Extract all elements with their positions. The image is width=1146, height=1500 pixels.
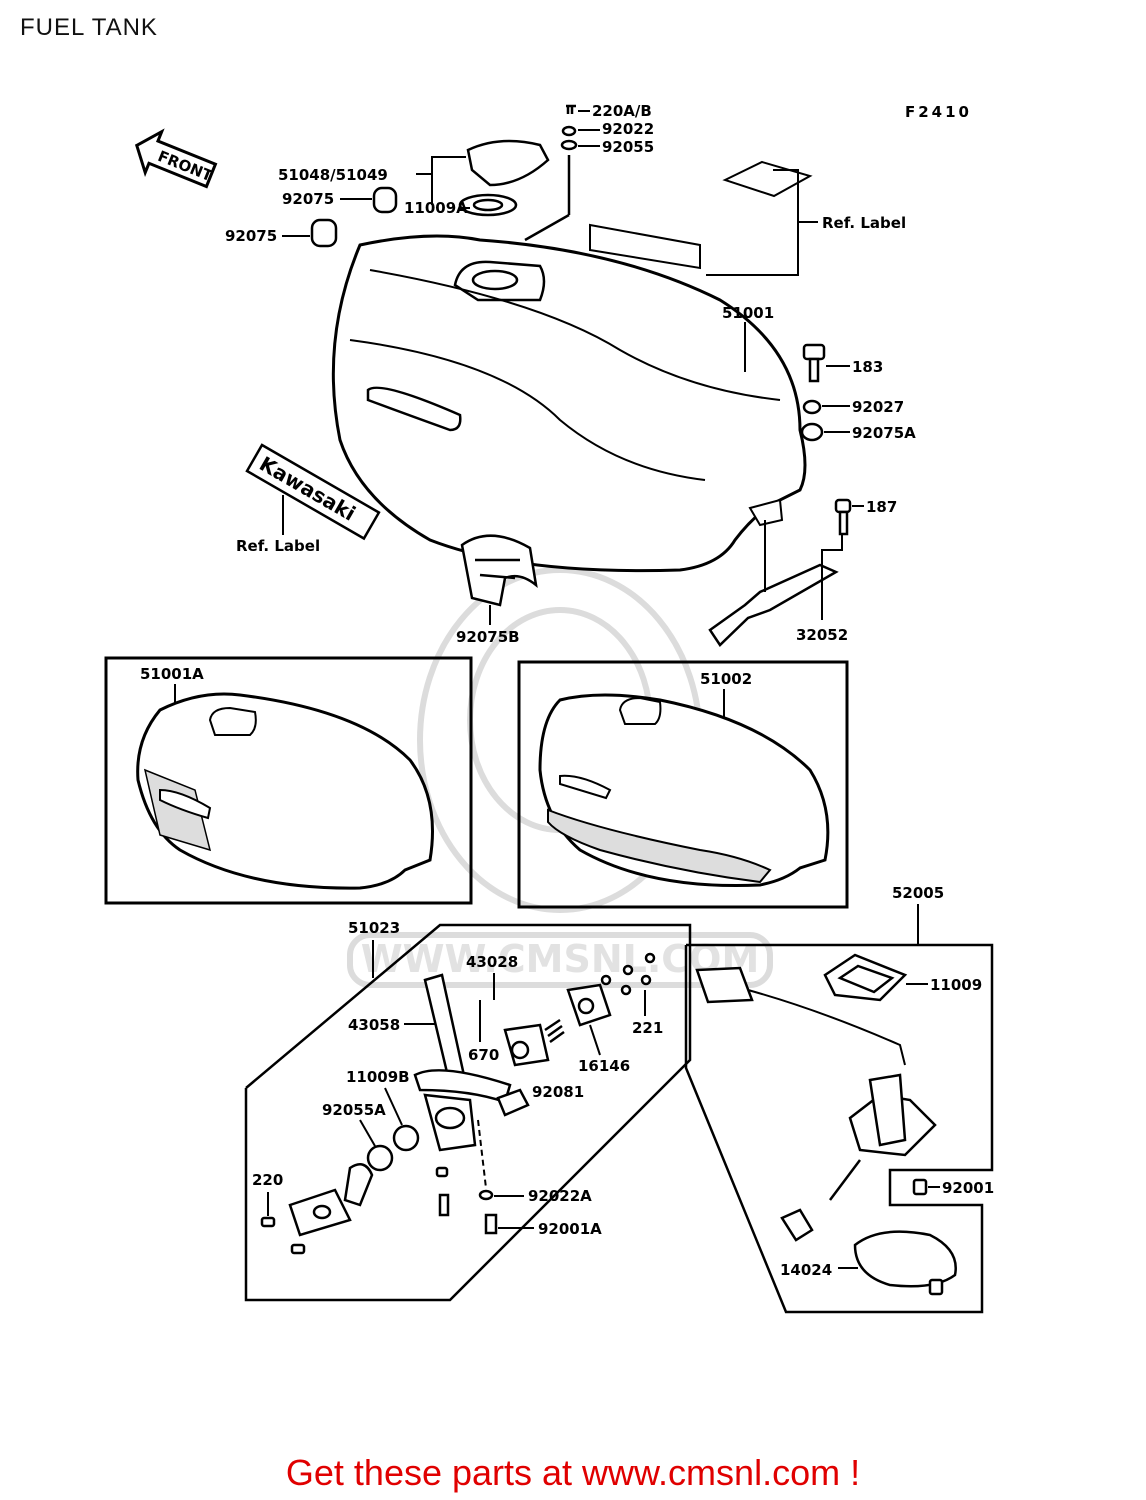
label-92022a: 92022A: [528, 1187, 592, 1205]
label-51048: 51048/51049: [278, 166, 388, 184]
kawasaki-text: Kawasaki: [255, 452, 359, 526]
fuel-cock-box: [244, 923, 692, 1302]
label-92081: 92081: [532, 1083, 584, 1101]
label-51023: 51023: [348, 919, 400, 937]
label-43028: 43028: [466, 953, 518, 971]
label-220ab: 220A/B: [592, 102, 652, 120]
page-title: FUEL TANK: [20, 14, 158, 41]
figure-code: F2410: [905, 103, 972, 121]
label-220: 220: [252, 1171, 283, 1189]
footer-link-text[interactable]: Get these parts at www.cmsnl.com !: [285, 1452, 861, 1493]
fuel-cock-parts: [260, 952, 656, 1255]
label-183: 183: [852, 358, 883, 376]
label-92001: 92001: [942, 1179, 994, 1197]
label-92055: 92055: [602, 138, 654, 156]
ref-label-1: Ref. Label: [822, 214, 906, 232]
label-52005: 52005: [892, 884, 944, 902]
label-51001a: 51001A: [140, 665, 204, 683]
label-92075-a: 92075: [282, 190, 334, 208]
label-92075b: 92075B: [456, 628, 520, 646]
mount-bolts: [800, 343, 852, 536]
ref-label-stickers: [589, 160, 813, 270]
tank-variant-51002: [538, 693, 830, 888]
label-11009a: 11009A: [404, 199, 468, 217]
label-92055a: 92055A: [322, 1101, 386, 1119]
front-arrow: FRONT: [134, 128, 218, 189]
tank-variant-51001a: [136, 692, 434, 890]
label-11009: 11009: [930, 976, 982, 994]
bracket-32052: [708, 563, 839, 647]
label-14024: 14024: [780, 1261, 832, 1279]
label-92027: 92027: [852, 398, 904, 416]
label-670: 670: [468, 1046, 499, 1064]
box-51002: [517, 660, 849, 909]
label-32052: 32052: [796, 626, 848, 644]
label-92075-b: 92075: [225, 227, 277, 245]
label-51002: 51002: [700, 670, 752, 688]
label-92022: 92022: [602, 120, 654, 138]
label-92001a: 92001A: [538, 1220, 602, 1238]
label-16146: 16146: [578, 1057, 630, 1075]
label-43058: 43058: [348, 1016, 400, 1034]
fuel-gauge-box: [684, 943, 994, 1314]
label-51001: 51001: [722, 304, 774, 322]
ref-label-2: Ref. Label: [236, 537, 320, 555]
label-92075a: 92075A: [852, 424, 916, 442]
box-51001a: [104, 656, 473, 905]
label-11009b: 11009B: [346, 1068, 410, 1086]
main-fuel-tank: [331, 234, 807, 573]
fuel-cap-parts: [310, 104, 578, 248]
fuel-gauge-parts: [695, 953, 957, 1296]
label-187: 187: [866, 498, 897, 516]
rubber-cushion-92075b: [460, 534, 538, 607]
label-221: 221: [632, 1019, 663, 1037]
